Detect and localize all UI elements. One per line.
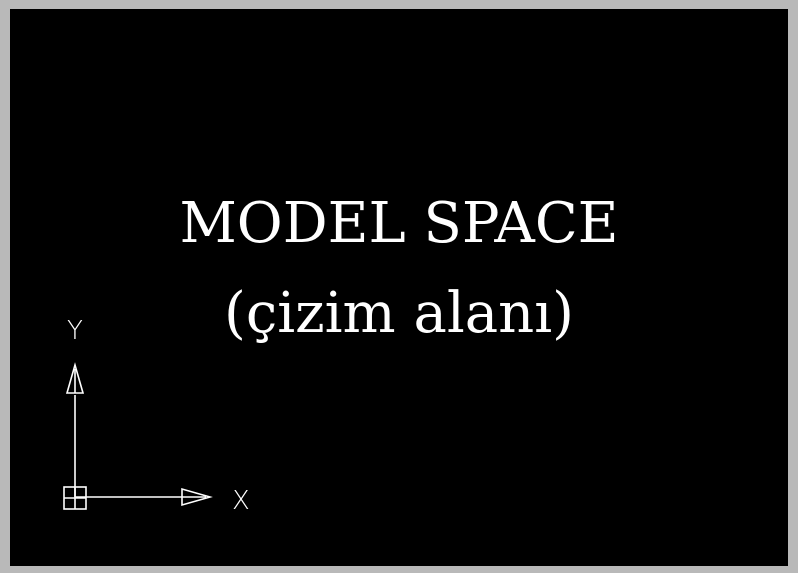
ucs-axes bbox=[63, 362, 213, 510]
model-space-canvas[interactable]: MODEL SPACE (çizim alanı) Y X bbox=[10, 9, 788, 566]
model-space-subtitle: (çizim alanı) bbox=[224, 281, 574, 346]
x-axis-label: X bbox=[232, 486, 250, 516]
y-axis-label: Y bbox=[67, 316, 83, 346]
ucs-icon: Y X bbox=[63, 316, 250, 516]
model-space-title: MODEL SPACE bbox=[179, 191, 619, 256]
